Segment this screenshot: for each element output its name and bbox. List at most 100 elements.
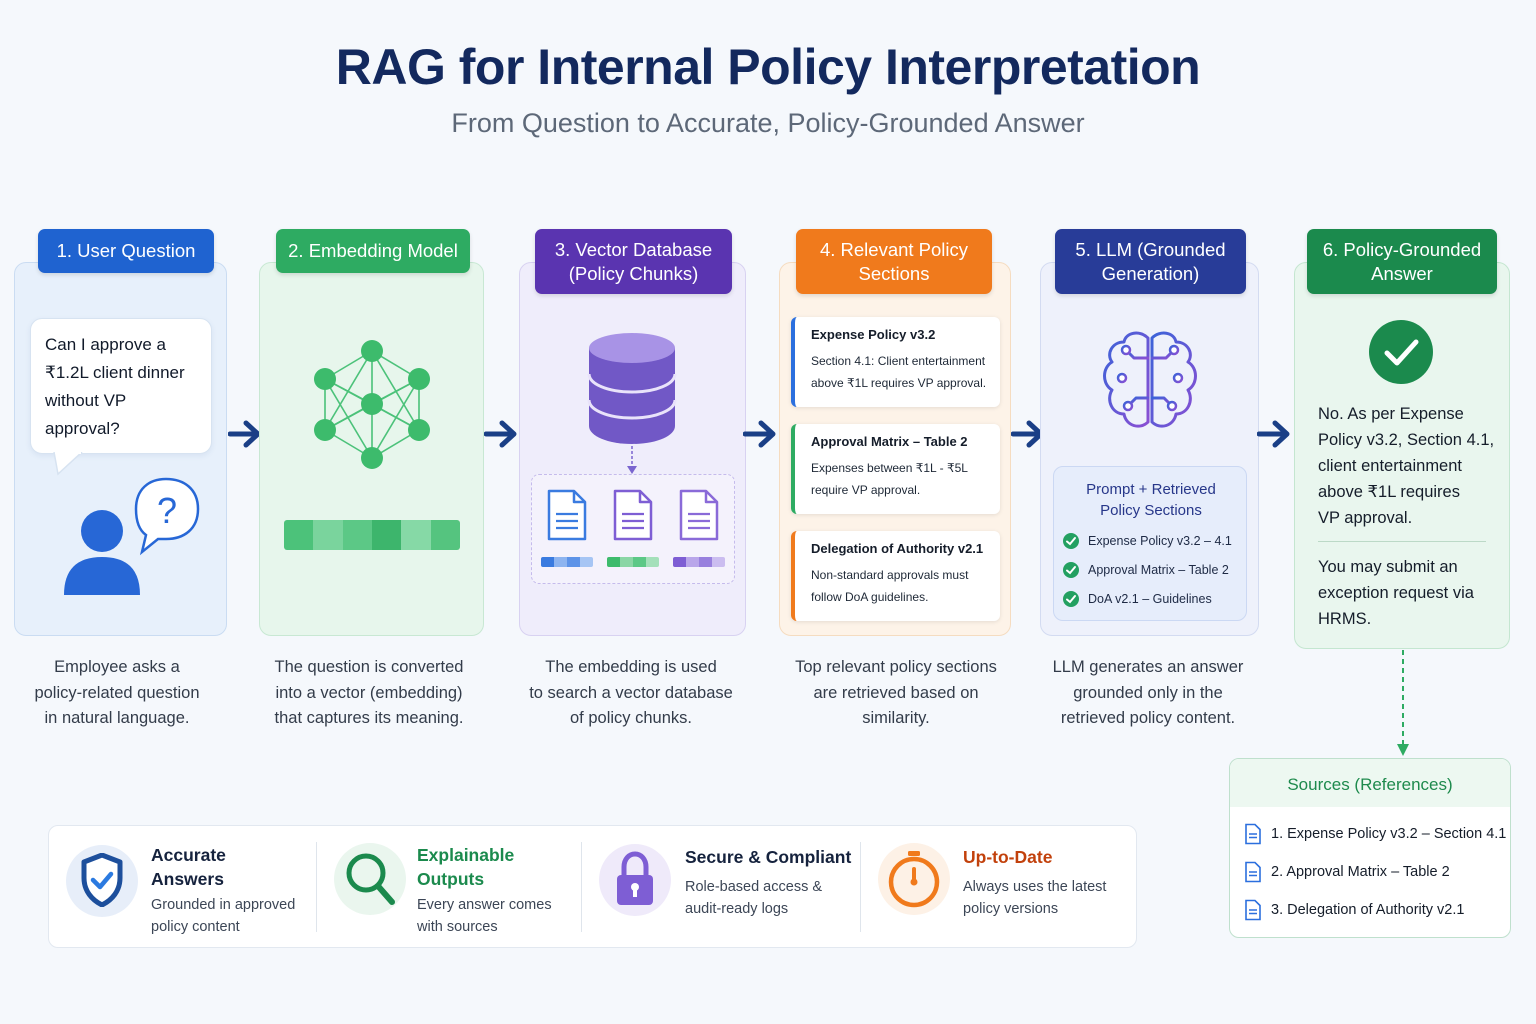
neural-network-icon [314, 340, 430, 469]
step-2-label: 2. Embedding Model [288, 240, 458, 261]
benefit-desc-line: with sources [417, 919, 498, 935]
answer-line: client entertainment [1318, 457, 1462, 475]
caption-line: Top relevant policy sections [795, 658, 997, 676]
caption-line: The embedding is used [545, 658, 717, 676]
step-3-caption: The embedding is used to search a vector… [520, 655, 742, 732]
step-4-label: Sections [858, 262, 930, 284]
answer-secondary: You may submit an exception request via … [1318, 554, 1474, 632]
vector-cell [371, 520, 402, 550]
step-4-label: 4. Relevant Policy [819, 238, 969, 260]
benefit-divider [581, 842, 582, 932]
benefit-desc-line: Always uses the latest [963, 879, 1107, 895]
lock-icon [617, 851, 653, 905]
check-icon [1063, 562, 1079, 578]
caption-line: The question is converted [274, 658, 464, 676]
prompt-item-label: Approval Matrix – Table 2 [1088, 563, 1229, 577]
benefit-desc: Always uses the latest policy versions [963, 876, 1106, 920]
vector-cell [284, 520, 314, 550]
benefit-title-line: Explainable [417, 845, 515, 865]
prompt-item-label: DoA v2.1 – Guidelines [1088, 592, 1212, 606]
benefit-title-line: Secure & Compliant [685, 847, 852, 867]
svg-text:?: ? [157, 490, 177, 531]
checkmark-circle-icon [1369, 320, 1433, 384]
caption-line: in natural language. [44, 709, 190, 727]
flow-arrow-icon [743, 420, 776, 448]
benefit-desc-line: Role-based access & [685, 879, 823, 895]
prompt-item: DoA v2.1 – Guidelines [1063, 591, 1212, 607]
answer-line: Policy v3.2, Section 4.1, [1318, 431, 1495, 449]
benefit-title-line: Accurate [151, 845, 226, 865]
shield-check-icon [81, 853, 123, 907]
benefit-title: Secure & Compliant [685, 845, 851, 869]
caption-line: LLM generates an answer [1052, 658, 1244, 676]
step-5-label: Generation) [1101, 262, 1200, 284]
step-5-label: 5. LLM (Grounded [1075, 238, 1226, 260]
document-icon [613, 489, 653, 541]
step-6-badge: 6. Policy-Grounded Answer [1307, 229, 1497, 294]
source-item[interactable]: 1. Expense Policy v3.2 – Section 4.1 [1244, 823, 1506, 845]
prompt-item: Approval Matrix – Table 2 [1063, 562, 1229, 578]
answer-line: No. As per Expense [1318, 405, 1464, 423]
chunk-vector [541, 557, 593, 567]
caption-line: that captures its meaning. [274, 709, 464, 727]
step-3-label: 3. Vector Database [554, 238, 713, 260]
benefit-desc-line: Every answer comes [417, 897, 552, 913]
benefit-title-line: Answers [151, 869, 224, 889]
benefit-desc: Every answer comes with sources [417, 894, 552, 938]
step-5-caption: LLM generates an answer grounded only in… [1035, 655, 1261, 732]
caption-line: retrieved policy content. [1060, 709, 1236, 727]
answer-divider [1318, 541, 1486, 542]
prompt-title-line: Policy Sections [1100, 502, 1202, 519]
step-2-caption: The question is converted into a vector … [259, 655, 479, 732]
document-icon [679, 489, 719, 541]
vector-cell [342, 520, 372, 550]
benefits-bar [48, 825, 1137, 948]
page-subtitle: From Question to Accurate, Policy-Ground… [451, 108, 1085, 138]
down-arrow-icon [627, 446, 637, 474]
step-2-badge: 2. Embedding Model [276, 229, 470, 273]
step-6-label: 6. Policy-Grounded [1322, 238, 1482, 260]
benefit-desc-line: policy content [151, 919, 240, 935]
answer-main: No. As per Expense Policy v3.2, Section … [1318, 401, 1494, 531]
question-line: Can I approve a [45, 335, 166, 354]
source-item[interactable]: 3. Delegation of Authority v2.1 [1244, 899, 1464, 921]
answer-line: You may submit an [1318, 558, 1458, 576]
document-icon [547, 489, 587, 541]
benefit-divider [860, 842, 861, 932]
policy-section-card: Expense Policy v3.2 Section 4.1: Client … [791, 317, 1000, 407]
step-4-badge: 4. Relevant Policy Sections [796, 229, 992, 294]
policy-section-title: Expense Policy v3.2 [811, 327, 936, 342]
benefit-title-line: Outputs [417, 869, 485, 889]
caption-line: into a vector (embedding) [275, 683, 463, 702]
prompt-item: Expense Policy v3.2 – 4.1 [1063, 533, 1232, 549]
page-title: RAG for Internal Policy Interpretation [335, 39, 1201, 95]
policy-section-body: Expenses between ₹1L - ₹5L [811, 461, 968, 475]
benefit-desc: Role-based access & audit-ready logs [685, 876, 822, 920]
flow-arrow-icon [484, 420, 517, 448]
question-line: approval? [45, 419, 120, 438]
user-icon [64, 510, 140, 595]
chunk-vector [607, 557, 659, 567]
benefit-desc: Grounded in approved policy content [151, 894, 295, 938]
prompt-box: Prompt + Retrieved Policy Sections Expen… [1053, 466, 1247, 621]
step-1-label: 1. User Question [56, 240, 196, 261]
step-1-badge: 1. User Question [38, 229, 214, 273]
check-icon [1063, 533, 1079, 549]
benefit-desc-line: audit-ready logs [685, 901, 789, 917]
benefit-desc-line: Grounded in approved [151, 897, 296, 913]
caption-line: similarity. [862, 709, 930, 727]
caption-line: are retrieved based on [813, 683, 979, 702]
source-label: 3. Delegation of Authority v2.1 [1271, 902, 1465, 918]
policy-section-body: Section 4.1: Client entertainment [811, 354, 986, 368]
benefit-desc-line: policy versions [963, 901, 1059, 917]
caption-line: to search a vector database [529, 683, 733, 702]
vector-cell [401, 520, 431, 550]
policy-section-body: above ₹1L requires VP approval. [811, 376, 987, 390]
source-item[interactable]: 2. Approval Matrix – Table 2 [1244, 861, 1450, 883]
document-icon [1245, 861, 1261, 883]
timer-icon [888, 851, 940, 908]
vector-cell [430, 520, 460, 550]
dashed-down-arrow-icon [1397, 650, 1409, 756]
sources-panel: Sources (References) 1. Expense Policy v… [1229, 758, 1511, 938]
policy-section-body: require VP approval. [811, 483, 921, 497]
